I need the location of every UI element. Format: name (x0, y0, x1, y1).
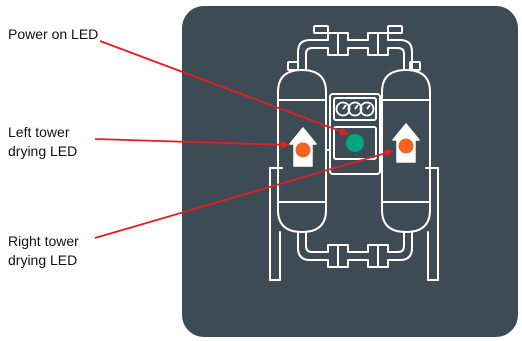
power-on-led-label: Power on LED (8, 25, 98, 44)
left-tower-label-line-2: drying LED (8, 143, 78, 159)
right-tower-label-line-1: Right tower (8, 233, 79, 249)
power-led-callout-arrow (99, 40, 349, 135)
left-tower-label-line-1: Left tower (8, 124, 70, 140)
right-tower-drying-led (398, 138, 414, 154)
power-on-led-label-line-1: Power on LED (8, 26, 99, 42)
bottom-manifold (297, 231, 413, 268)
left-tower-callout-arrow (94, 138, 290, 149)
left-tower (269, 61, 327, 281)
right-tower-label-line-2: drying LED (8, 252, 78, 268)
control-housing (325, 93, 383, 175)
left-tower-indicator (289, 127, 317, 167)
diagram-panel (182, 6, 518, 337)
right-tower-callout-arrow (94, 149, 394, 239)
left-tower-drying-led-label: Left tower drying LED (8, 123, 77, 161)
three-dial-gauge-icon (335, 101, 375, 117)
top-manifold (297, 25, 413, 71)
left-tower-drying-led (295, 142, 311, 158)
right-tower (381, 61, 439, 281)
power-on-led (346, 134, 364, 152)
dryer-unit-outline (269, 25, 439, 281)
right-tower-indicator (392, 123, 420, 163)
right-tower-drying-led-label: Right tower drying LED (8, 232, 79, 270)
power-led-panel (333, 126, 377, 160)
